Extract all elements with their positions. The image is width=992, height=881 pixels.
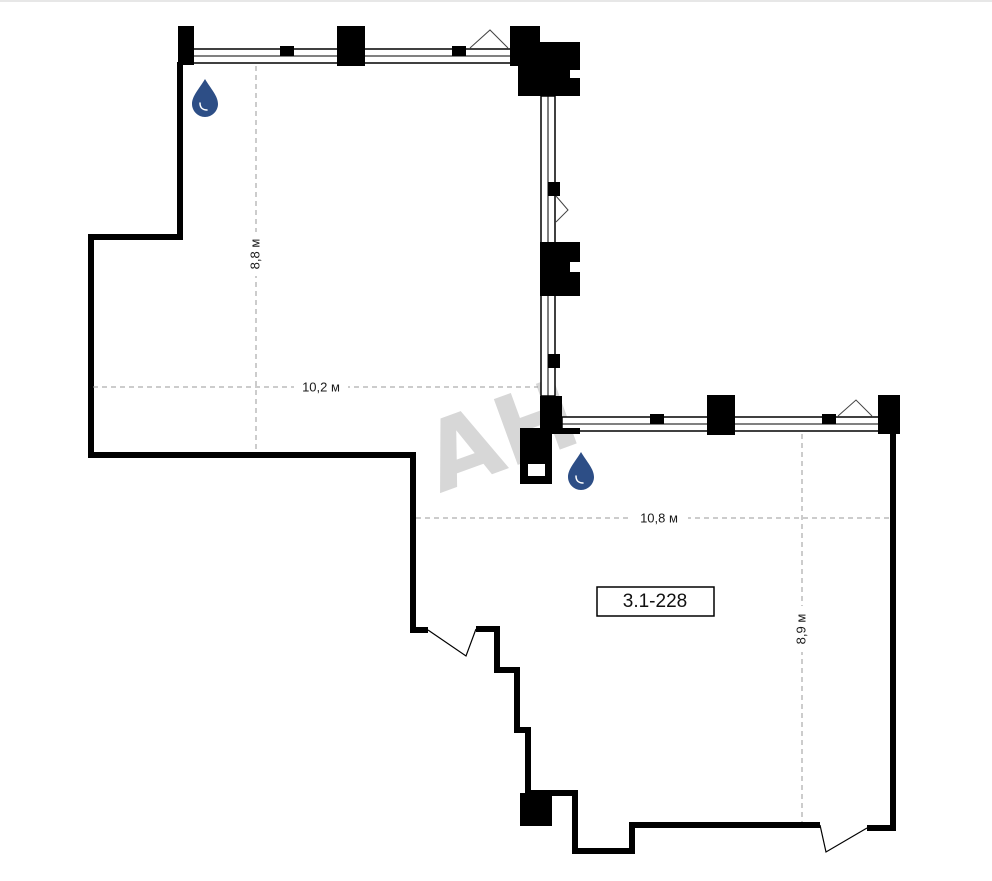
door-swings	[427, 628, 868, 853]
room-number: 3.1-228	[623, 591, 687, 612]
dim-label-lower-height: 8,9 м	[793, 614, 808, 645]
column	[707, 395, 735, 435]
column	[178, 26, 194, 65]
west-wall	[88, 62, 428, 633]
utility-shaft	[520, 428, 580, 484]
dim-label-lower-width: 10,8 м	[640, 510, 678, 525]
watermark: AH	[409, 357, 593, 515]
column-corner	[510, 26, 580, 96]
column	[520, 793, 552, 826]
dim-label-upper-height: 8,8 м	[247, 239, 262, 270]
column	[540, 242, 580, 296]
dim-label-upper-width-group: 10,2 м	[294, 379, 348, 394]
columns	[178, 26, 900, 826]
room-label-box: 3.1-228	[596, 586, 715, 617]
southeast-wall	[867, 432, 896, 831]
water-drop-icon	[568, 452, 594, 490]
dim-label-upper-height-group: 8,8 м	[247, 232, 263, 276]
column	[540, 396, 562, 429]
column	[878, 395, 900, 434]
dim-label-lower-width-group: 10,8 м	[630, 510, 688, 525]
column	[337, 26, 365, 66]
window-swings	[469, 29, 873, 417]
southwest-stepped-wall	[476, 626, 820, 854]
exterior-walls	[88, 62, 896, 854]
dim-label-lower-height-group: 8,9 м	[793, 606, 809, 652]
water-drop-icon	[192, 79, 218, 117]
dim-label-upper-width: 10,2 м	[302, 379, 340, 394]
